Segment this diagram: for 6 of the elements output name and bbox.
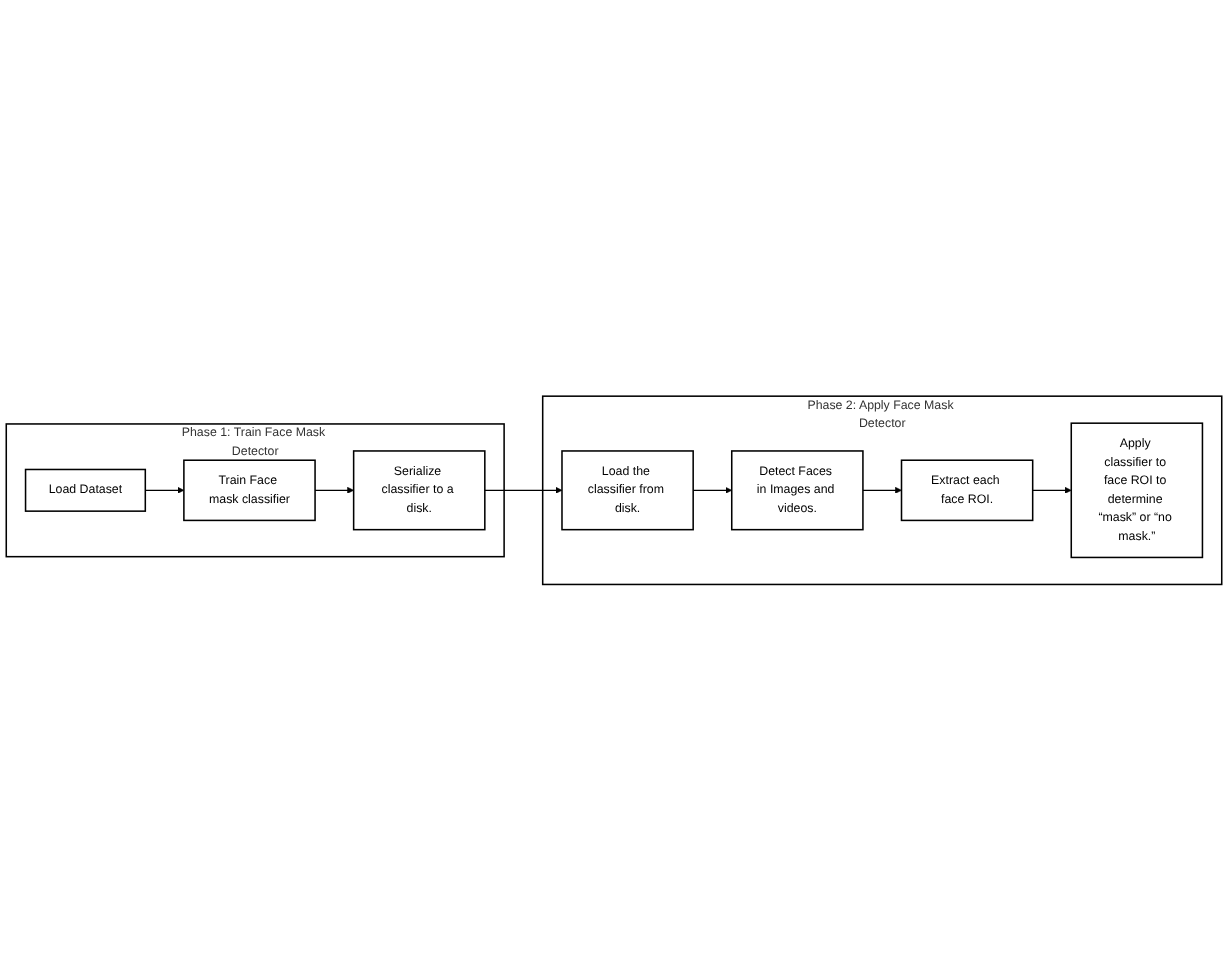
arrow bbox=[692, 486, 733, 494]
arrow bbox=[144, 486, 185, 494]
arrow bbox=[484, 486, 563, 494]
arrow bbox=[1032, 486, 1072, 494]
arrow bbox=[862, 486, 902, 494]
arrow bbox=[314, 486, 354, 494]
